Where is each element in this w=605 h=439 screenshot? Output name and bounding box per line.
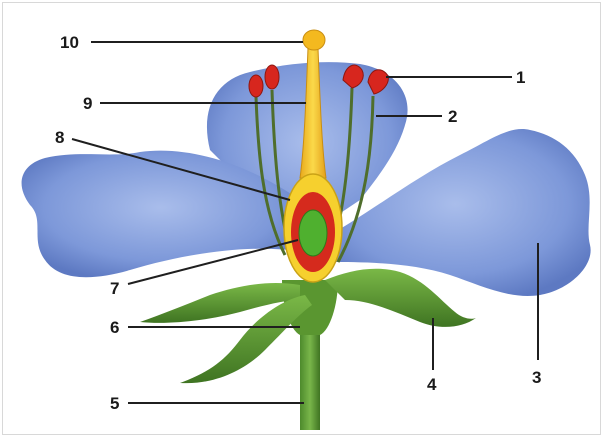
label-9: 9 [83, 94, 92, 113]
label-1: 1 [516, 68, 525, 87]
label-2: 2 [448, 107, 457, 126]
label-8: 8 [55, 128, 64, 147]
label-10: 10 [60, 33, 79, 52]
label-4: 4 [427, 375, 437, 394]
anther [249, 75, 263, 97]
label-6: 6 [110, 318, 119, 337]
label-7: 7 [110, 279, 119, 298]
right-sepal [325, 269, 476, 327]
label-5: 5 [110, 394, 119, 413]
ovule [299, 210, 327, 256]
anther [265, 65, 279, 89]
label-3: 3 [532, 368, 541, 387]
stigma [303, 30, 325, 50]
